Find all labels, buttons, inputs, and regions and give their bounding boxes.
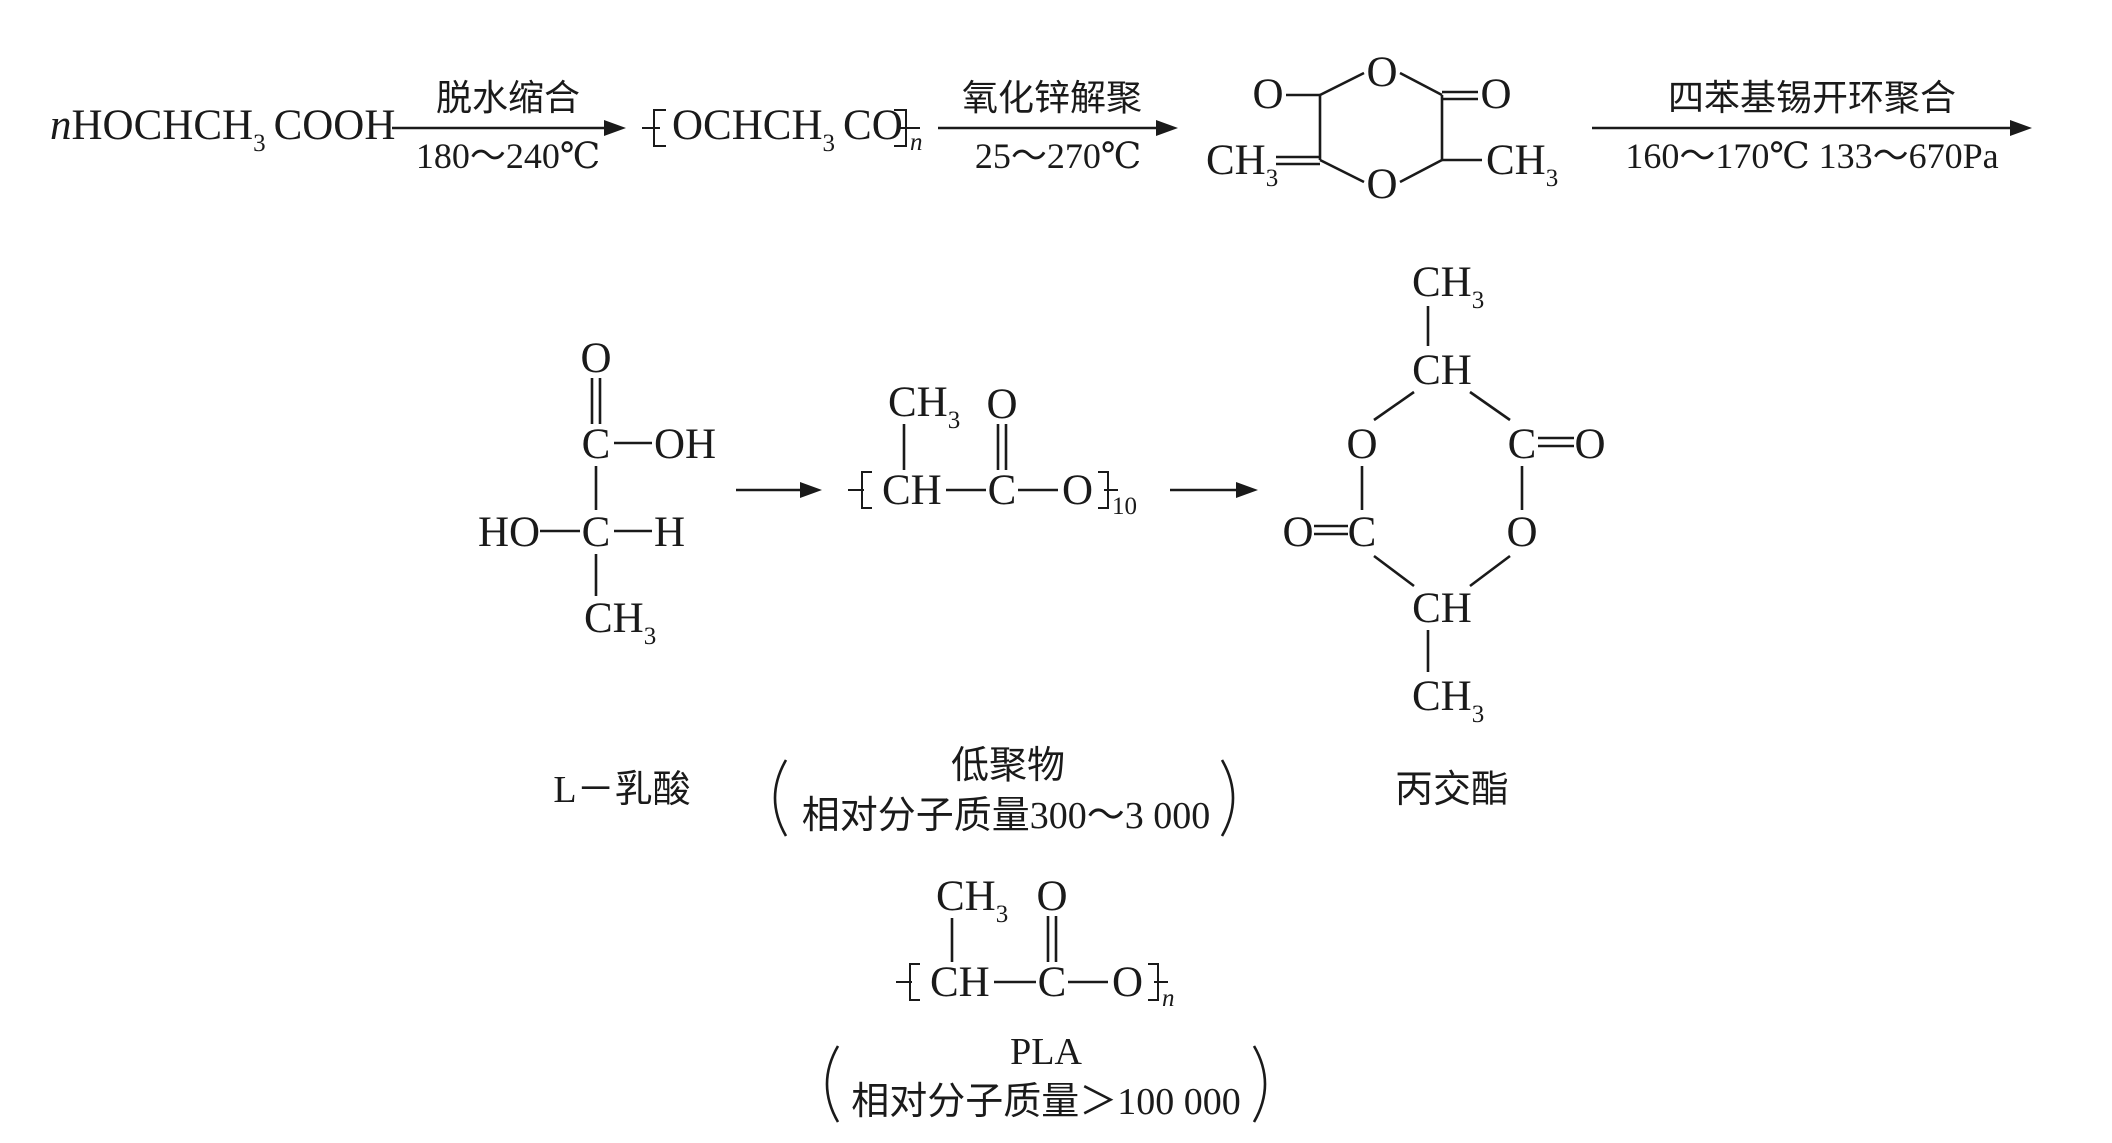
lactic-O: O <box>580 335 611 382</box>
pla-O-top: O <box>1036 873 1067 920</box>
pla-bracket-right <box>1148 963 1168 1001</box>
pla-ch3: CH3 <box>936 873 1008 928</box>
ring-bond <box>1319 158 1365 184</box>
step2-condition-bottom: 25～270℃ <box>975 136 1141 176</box>
step1-condition-bottom: 180～240℃ <box>416 136 600 176</box>
lactic-H: H <box>654 509 685 556</box>
pla-label-paren-right <box>1252 1045 1267 1123</box>
oligomer-structure: CH3 O CH C O 10 低聚物 相对分子质量300～3 000 <box>773 379 1235 837</box>
oligomer-O: O <box>1062 467 1093 514</box>
ring-bond <box>1399 158 1443 184</box>
step2-condition-top: 氧化锌解聚 <box>962 78 1142 118</box>
lactide-O-left: O <box>1346 421 1377 468</box>
pla-bracket-left <box>896 963 920 1001</box>
step1-arrowhead <box>604 120 626 136</box>
lactide-O-exo-right: O <box>1574 421 1605 468</box>
dioxanedione-O-right: O <box>1480 71 1511 118</box>
pla-label-line1: PLA <box>1010 1031 1082 1073</box>
ring-bond <box>1319 71 1365 97</box>
arrowhead-lactic-to-oligomer <box>800 482 822 498</box>
lactide-C-left: C <box>1348 509 1377 556</box>
lactide-C-right: C <box>1508 421 1537 468</box>
ring-bond <box>1399 71 1443 97</box>
dioxanedione-ring-O-bottom: O <box>1366 161 1397 208</box>
lactic-C-mid: C <box>582 509 611 556</box>
bond <box>1373 390 1415 422</box>
pla-O: O <box>1112 959 1143 1006</box>
oligomer-subscript-10: 10 <box>1112 493 1137 520</box>
dioxanedione-O-left: O <box>1252 71 1283 118</box>
dioxanedione-ch3-left: CH3 <box>1206 137 1278 192</box>
oligomer-label-line2: 相对分子质量300～3 000 <box>802 795 1211 837</box>
dioxanedione-ch3-right: CH3 <box>1486 137 1558 192</box>
oligomer-C: C <box>988 467 1017 514</box>
lactic-ch3: CH3 <box>584 595 656 650</box>
step2-arrowhead <box>1156 120 1178 136</box>
oligomer-label-paren-left <box>773 759 788 837</box>
oligomer-label-paren-right <box>1220 759 1235 837</box>
lactide-label: 丙交酯 <box>1395 769 1509 811</box>
pla-label-paren-left <box>825 1045 840 1123</box>
oligomer-bracket-right <box>894 109 920 147</box>
lactic-OH: OH <box>654 421 716 468</box>
step1-condition-top: 脱水缩合 <box>436 78 580 118</box>
step3-condition-bottom: 160～170℃ 133～670Pa <box>1625 136 1998 176</box>
pla-C: C <box>1038 959 1067 1006</box>
pla-label-line2: 相对分子质量＞100 000 <box>851 1081 1241 1123</box>
arrowhead-oligomer-to-lactide <box>1236 482 1258 498</box>
pla-structure: CH3 O CH C O n PLA 相对分子质量＞100 000 <box>825 873 1267 1123</box>
oligomer-bracket-left <box>642 109 666 147</box>
oligomer-CH: CH <box>882 467 942 514</box>
lactide-ch3-top: CH3 <box>1412 259 1484 314</box>
bond <box>1469 554 1511 588</box>
lactide-ch-top: CH <box>1412 347 1472 394</box>
lactide-O-right: O <box>1506 509 1537 556</box>
lactic-acid-label: L－乳酸 <box>553 769 690 811</box>
pla-subscript-n: n <box>1162 985 1175 1012</box>
lactide-ch-bottom: CH <box>1412 585 1472 632</box>
lactic-C-top: C <box>582 421 611 468</box>
lactide-structure: CH3 CH O C O O C O CH CH3 丙交酯 <box>1282 259 1605 811</box>
oligomer-label-line1: 低聚物 <box>951 745 1065 787</box>
step3-arrowhead <box>2010 120 2032 136</box>
oligomer-subscript-n: n <box>910 129 923 156</box>
lactide-ch3-bottom: CH3 <box>1412 673 1484 728</box>
lactide-O-exo-left: O <box>1282 509 1313 556</box>
oligomer-bracket-left <box>848 471 872 509</box>
lactic-acid-structure: O C OH HO C H CH3 L－乳酸 <box>478 335 716 811</box>
bond <box>1373 554 1415 588</box>
lactic-HO: HO <box>478 509 540 556</box>
step3-condition-top: 四苯基锡开环聚合 <box>1668 78 1956 118</box>
bond <box>1469 390 1511 422</box>
dioxanedione-ring-O-top: O <box>1366 49 1397 96</box>
oligomer-bracket-right <box>1098 471 1118 509</box>
dioxanedione-structure: O O O O CH3 CH3 <box>1206 49 1558 208</box>
oligomer-ch3: CH3 <box>888 379 960 434</box>
pla-CH: CH <box>930 959 990 1006</box>
oligomer-O-top: O <box>986 381 1017 428</box>
